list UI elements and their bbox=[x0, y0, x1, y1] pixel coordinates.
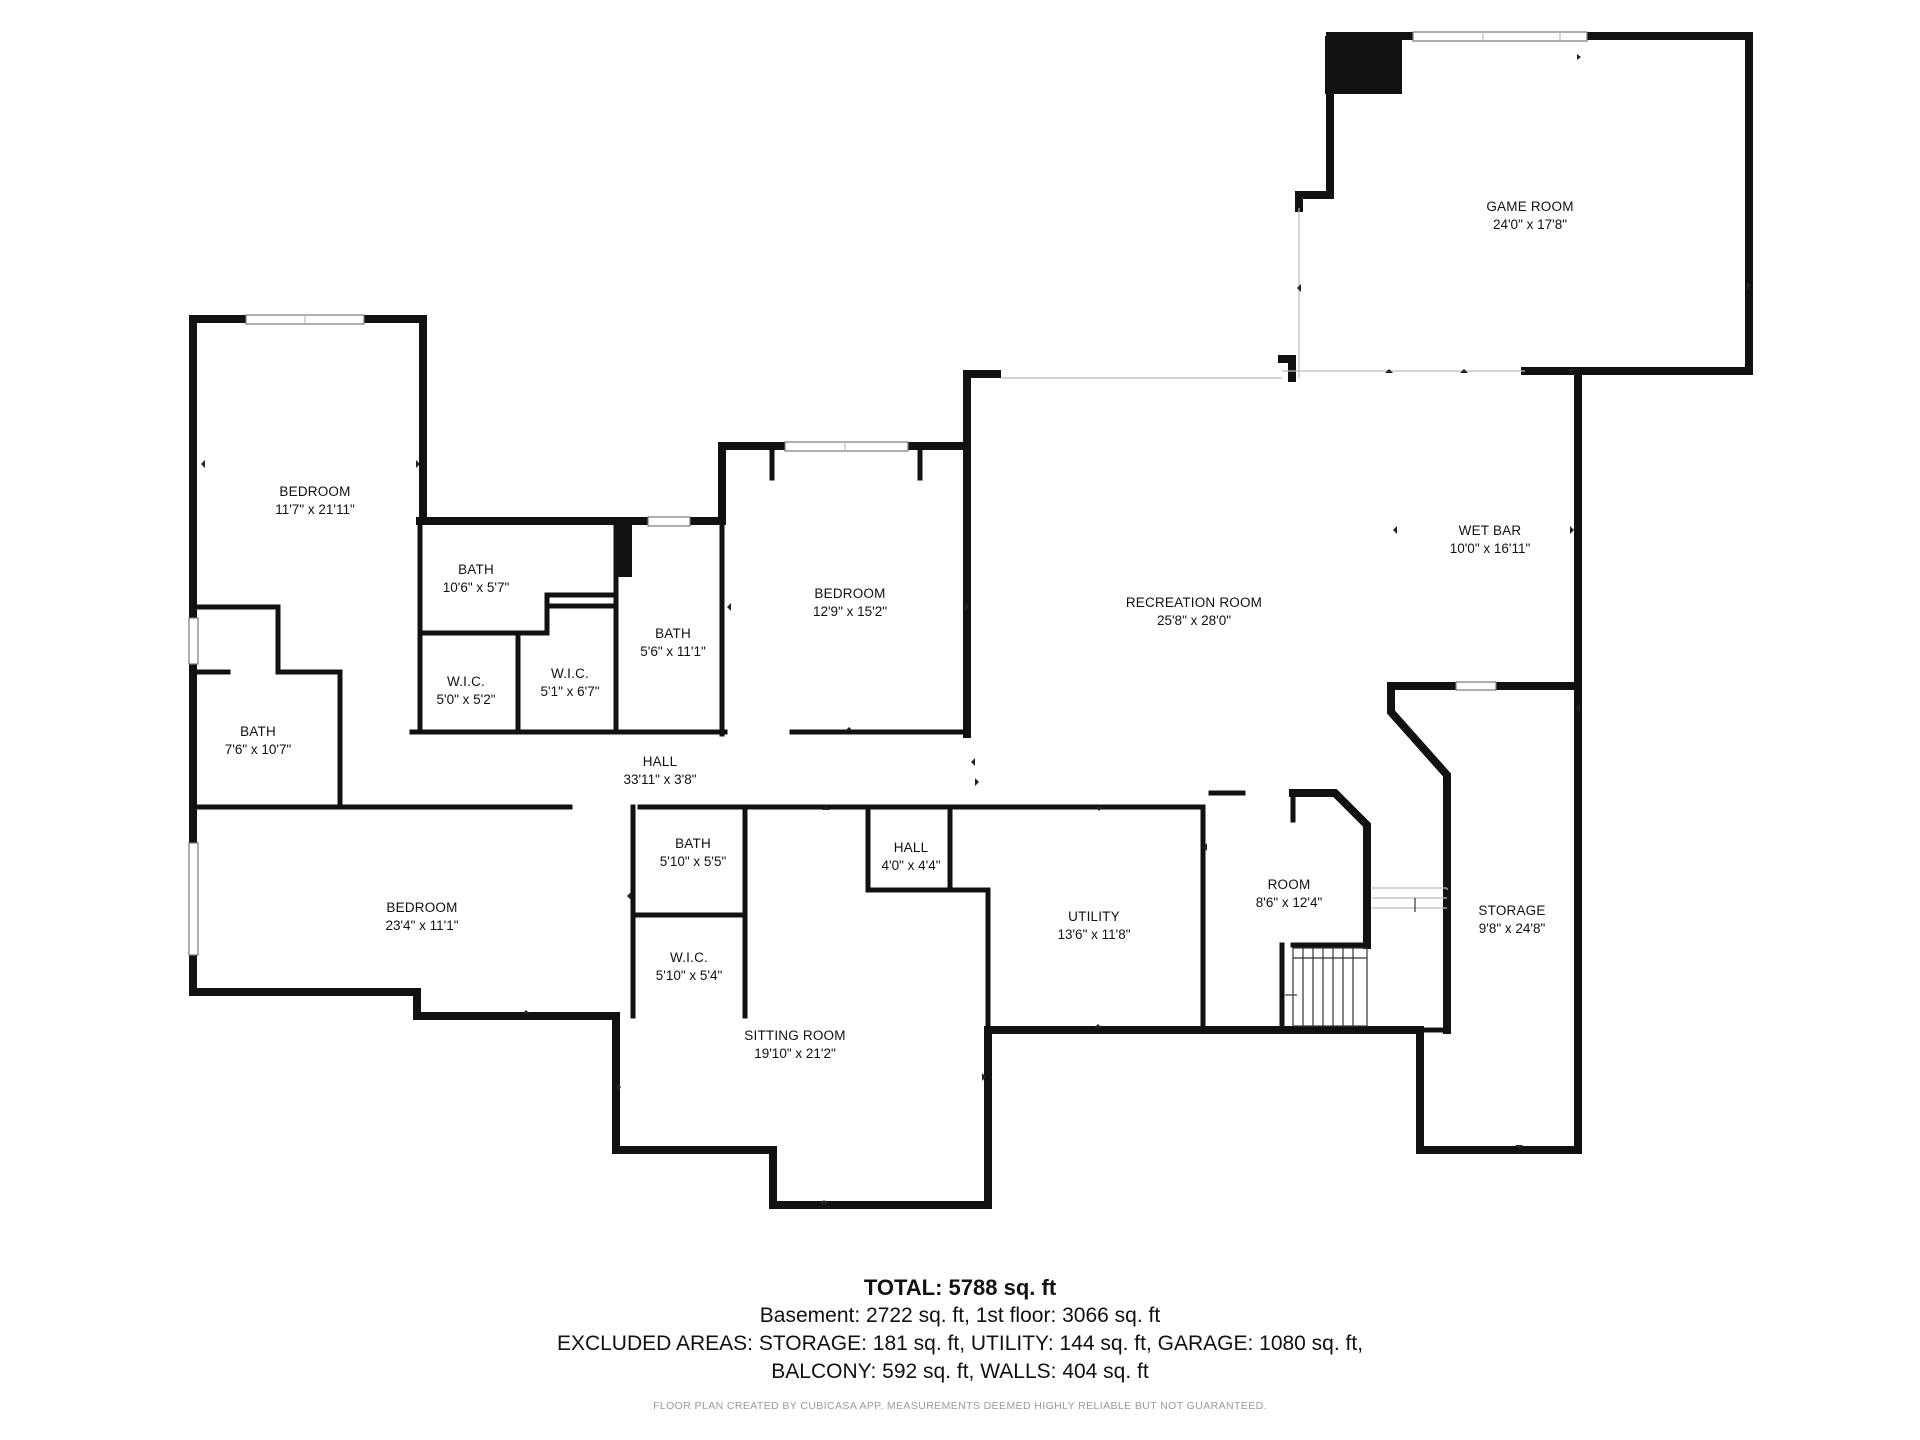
floor-areas: Basement: 2722 sq. ft, 1st floor: 3066 s… bbox=[759, 1304, 1161, 1327]
room-dimensions: 5'0" x 5'2" bbox=[436, 692, 495, 707]
room-dimensions: 11'7" x 21'11" bbox=[275, 502, 355, 517]
room-dimensions: 5'10" x 5'4" bbox=[656, 968, 723, 983]
room-name: ROOM bbox=[1268, 877, 1311, 892]
room-dimensions: 13'6" x 11'8" bbox=[1057, 927, 1130, 942]
total-area: TOTAL: 5788 sq. ft bbox=[863, 1275, 1057, 1300]
column-block bbox=[617, 522, 632, 577]
room-name: BEDROOM bbox=[386, 900, 457, 915]
room-name: STORAGE bbox=[1478, 903, 1545, 918]
room-labels: GAME ROOM 24'0" x 17'8" BEDROOM 11'7" x … bbox=[225, 199, 1574, 1061]
interior-walls bbox=[190, 443, 1450, 1033]
room-dimensions: 4'0" x 4'4" bbox=[881, 858, 940, 873]
column-block bbox=[1325, 36, 1402, 94]
room-dimensions: 7'6" x 10'7" bbox=[225, 742, 292, 757]
room-name: WET BAR bbox=[1459, 523, 1522, 538]
room-name: UTILITY bbox=[1068, 909, 1120, 924]
room-name: W.I.C. bbox=[447, 674, 485, 689]
room-name: W.I.C. bbox=[551, 666, 589, 681]
openings bbox=[1001, 208, 1525, 909]
room-dimensions: 5'10" x 5'5" bbox=[660, 854, 727, 869]
excluded-areas-continued: BALCONY: 592 sq. ft, WALLS: 404 sq. ft bbox=[771, 1360, 1149, 1383]
room-dimensions: 24'0" x 17'8" bbox=[1493, 217, 1567, 232]
room-dimensions: 10'0" x 16'11" bbox=[1450, 541, 1531, 556]
room-name: BATH bbox=[240, 724, 276, 739]
excluded-areas: EXCLUDED AREAS: STORAGE: 181 sq. ft, UTI… bbox=[556, 1332, 1364, 1355]
room-name: BATH bbox=[655, 626, 691, 641]
room-dimensions: 33'11" x 3'8" bbox=[623, 772, 696, 787]
room-name: BATH bbox=[458, 562, 494, 577]
room-name: HALL bbox=[894, 840, 929, 855]
room-name: BATH bbox=[675, 836, 711, 851]
room-name: W.I.C. bbox=[670, 950, 708, 965]
room-dimensions: 12'9" x 15'2" bbox=[813, 604, 887, 619]
room-dimensions: 25'8" x 28'0" bbox=[1157, 613, 1231, 628]
area-summary: TOTAL: 5788 sq. ft Basement: 2722 sq. ft… bbox=[0, 1274, 1920, 1386]
room-name: RECREATION ROOM bbox=[1126, 595, 1262, 610]
room-name: BEDROOM bbox=[279, 484, 350, 499]
room-dimensions: 5'1" x 6'7" bbox=[540, 684, 599, 699]
dimension-marks bbox=[201, 54, 1751, 1204]
room-dimensions: 10'6" x 5'7" bbox=[443, 580, 510, 595]
room-dimensions: 23'4" x 11'1" bbox=[385, 918, 458, 933]
room-dimensions: 8'6" x 12'4" bbox=[1256, 895, 1323, 910]
room-name: SITTING ROOM bbox=[744, 1028, 845, 1043]
stairs bbox=[1285, 898, 1416, 1027]
room-name: BEDROOM bbox=[814, 586, 885, 601]
room-dimensions: 9'8" x 24'8" bbox=[1479, 921, 1546, 936]
room-dimensions: 5'6" x 11'1" bbox=[640, 644, 706, 659]
room-name: HALL bbox=[643, 754, 678, 769]
room-dimensions: 19'10" x 21'2" bbox=[754, 1046, 836, 1061]
disclaimer: FLOOR PLAN CREATED BY CUBICASA APP. MEAS… bbox=[653, 1400, 1267, 1412]
windows bbox=[188, 31, 1588, 956]
room-name: GAME ROOM bbox=[1486, 199, 1573, 214]
